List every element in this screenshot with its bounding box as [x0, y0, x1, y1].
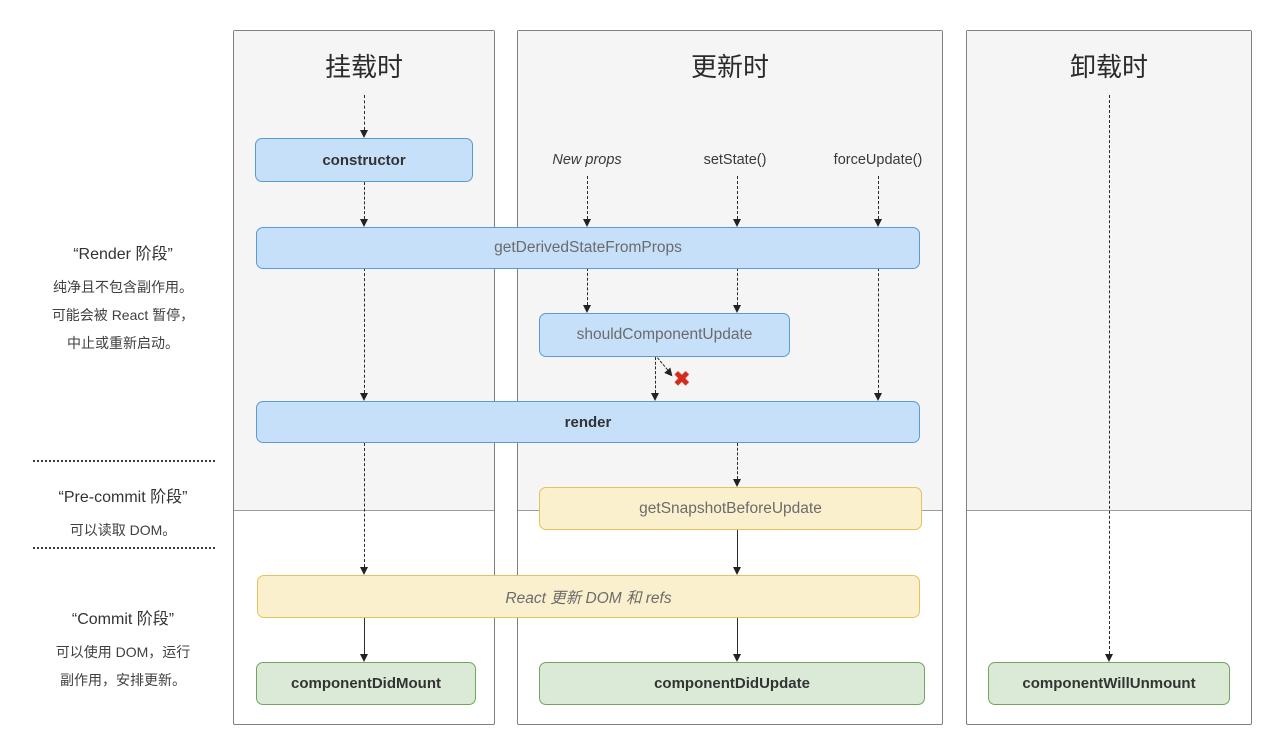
arrow-gdsfp-to-scu-right [733, 268, 741, 313]
precommit-phase-label: “Pre-commit 阶段” 可以读取 DOM。 [23, 483, 223, 544]
arrow-forceupdate-to-render [874, 268, 882, 401]
arrow-scu-to-render [651, 357, 659, 401]
arrow-render-to-reactupdates-mount [360, 443, 368, 575]
commit-phase-desc-line: 可以使用 DOM，运行 [55, 644, 191, 660]
constructor-box[interactable]: constructor [255, 138, 473, 182]
dotted-divider [33, 460, 215, 462]
render-phase-desc-line: 纯净且不包含副作用。 [53, 279, 193, 295]
trigger-set-state[interactable]: setState() [703, 152, 767, 168]
arrow-newprops-to-gdsfp [583, 176, 591, 227]
arrow-gdsfp-to-render-mount [360, 268, 368, 401]
arrow-mount-header-to-constructor [360, 95, 368, 138]
render-box[interactable]: render [256, 401, 920, 443]
render-phase-desc-line: 可能会被 React 暂停， [51, 307, 195, 323]
arrow-reactupdates-to-didmount [360, 618, 368, 662]
component-did-update-box[interactable]: componentDidUpdate [539, 662, 925, 705]
arrow-gdsfp-to-scu-left [583, 268, 591, 313]
component-will-unmount-box[interactable]: componentWillUnmount [988, 662, 1230, 705]
commit-phase-desc-line: 副作用，安排更新。 [60, 672, 186, 688]
render-phase-label: “Render 阶段” 纯净且不包含副作用。 可能会被 React 暂停， 中止… [23, 240, 223, 357]
get-snapshot-before-update-box[interactable]: getSnapshotBeforeUpdate [539, 487, 922, 530]
react-updates-dom-box: React 更新 DOM 和 refs [257, 575, 920, 618]
phase-labels: “Render 阶段” 纯净且不包含副作用。 可能会被 React 暂停， 中止… [23, 0, 223, 744]
panel-unmounting-title: 卸载时 [1069, 52, 1148, 82]
render-phase-desc-line: 中止或重新启动。 [67, 335, 179, 351]
commit-phase-title: “Commit 阶段” [71, 611, 175, 628]
panel-updating: 更新时 [517, 30, 943, 725]
precommit-phase-title: “Pre-commit 阶段” [58, 489, 188, 506]
component-did-mount-box[interactable]: componentDidMount [256, 662, 476, 705]
arrow-getsnapshot-to-reactupdates [733, 530, 741, 575]
dotted-divider [33, 547, 215, 549]
panel-updating-title: 更新时 [690, 52, 769, 82]
precommit-phase-desc-line: 可以读取 DOM。 [69, 522, 177, 538]
get-derived-state-from-props-box[interactable]: getDerivedStateFromProps [256, 227, 920, 269]
trigger-force-update[interactable]: forceUpdate() [833, 152, 923, 168]
render-phase-title: “Render 阶段” [73, 246, 173, 263]
arrow-render-to-getsnapshot [733, 443, 741, 487]
arrow-constructor-to-gdsfp [360, 182, 368, 227]
skip-update-cross-icon: ✖ [673, 368, 691, 391]
arrow-setstate-to-gdsfp [733, 176, 741, 227]
arrow-forceupdate-to-gdsfp [874, 176, 882, 227]
should-component-update-box[interactable]: shouldComponentUpdate [539, 313, 790, 357]
arrow-unmount-header-to-willunmount [1105, 95, 1113, 662]
commit-phase-label: “Commit 阶段” 可以使用 DOM，运行 副作用，安排更新。 [23, 605, 223, 694]
panel-mounting-title: 挂载时 [324, 52, 403, 82]
trigger-new-props[interactable]: New props [552, 152, 622, 168]
arrow-reactupdates-to-didupdate [733, 618, 741, 662]
